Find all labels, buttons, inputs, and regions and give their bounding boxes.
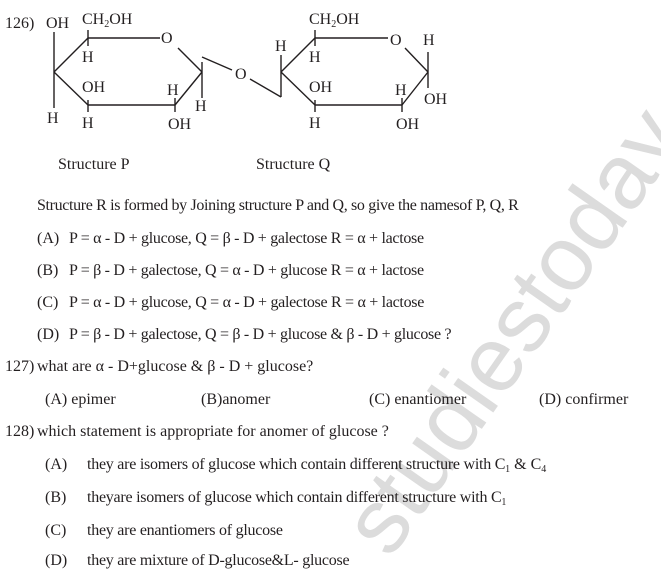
structure-q-ring (280, 30, 429, 112)
q-c3-h-label: H (309, 115, 321, 132)
question-128-text: which statement is appropriate for anome… (37, 423, 389, 440)
option-text: theyare isomers of glucose which contain… (87, 489, 502, 506)
question-128: 128)which statement is appropriate for a… (5, 422, 389, 442)
p-c4-h-label: H (47, 110, 59, 127)
p-c5-h-label: H (82, 49, 94, 66)
p-c3-h-label: H (82, 115, 94, 132)
option-label: (D) (539, 391, 562, 408)
option-label: (B) (37, 262, 59, 279)
q126-option-d[interactable]: (D) P = β - D + galectose, Q = β - D + gl… (37, 325, 452, 345)
disaccharide-diagram (53, 30, 429, 112)
p-c4-oh-label: OH (46, 15, 70, 32)
q127-option-c[interactable]: (C) enantiomer (369, 390, 466, 410)
option-text: P = α - D + glucose, Q = α - D + galecto… (69, 294, 425, 311)
q-ch-text: CH (309, 11, 332, 28)
q-c5-h-label: H (309, 49, 321, 66)
question-number-127: 127) (5, 358, 35, 375)
subscript-1: 1 (505, 464, 511, 475)
question-number-128: 128) (5, 423, 35, 440)
option-label: (B) (45, 489, 67, 506)
q-c2-oh-label: OH (396, 116, 420, 133)
p-c2-oh-label: OH (168, 116, 192, 133)
q126-option-c[interactable]: (C) P = α - D + glucose, Q = α - D + gale… (37, 293, 424, 313)
subscript-1: 1 (501, 497, 507, 508)
q-oh-text: OH (336, 11, 360, 28)
p-oh-text: OH (109, 11, 133, 28)
question-127-text: what are α - D+glucose & β - D + glucose… (37, 358, 314, 375)
p-ring-oxygen-label: O (161, 30, 173, 47)
subscript-4: 4 (541, 464, 547, 475)
p-c2-h-label: H (167, 82, 179, 99)
q128-option-a[interactable]: (A) they are isomers of glucose which con… (45, 455, 546, 475)
option-text: P = β - D + galectose, Q = α - D + gluco… (69, 262, 424, 279)
p-c3-oh-label: OH (82, 79, 106, 96)
option-text-mid: & C (510, 456, 542, 473)
question-number-126: 126) (5, 15, 35, 32)
option-text: P = β - D + galectose, Q = β - D + gluco… (69, 326, 452, 343)
q-c4-h-label: H (275, 38, 287, 55)
question-126-text: Structure R is formed by Joining structu… (37, 197, 519, 214)
option-label: (B) (201, 391, 223, 408)
p-ch-text: CH (82, 11, 105, 28)
q127-option-b[interactable]: (B)anomer (201, 390, 270, 410)
option-text: confirmer (561, 391, 629, 408)
option-text: epimer (67, 391, 116, 408)
p-ch2-subscript: 2 (104, 19, 110, 30)
q-c1-oh-label: OH (424, 91, 448, 108)
p-c1-h-label: H (195, 98, 207, 115)
q127-option-a[interactable]: (A) epimer (45, 390, 116, 410)
q128-option-d[interactable]: (D) they are mixture of D-glucose&L- gluc… (45, 551, 350, 571)
option-text: they are isomers of glucose which contai… (87, 456, 506, 473)
option-label: (A) (45, 456, 68, 473)
q-c1-h-label: H (423, 32, 435, 49)
structure-p-ring (53, 30, 233, 112)
option-label: (A) (37, 230, 60, 247)
option-text: they are enantiomers of glucose (87, 522, 283, 539)
option-text: anomer (222, 391, 271, 408)
q-ring-oxygen-label: O (390, 32, 402, 49)
q128-option-c[interactable]: (C) they are enantiomers of glucose (45, 521, 283, 541)
q128-option-b[interactable]: (B) theyare isomers of glucose which cont… (45, 488, 506, 508)
q-c3-oh-label: OH (309, 79, 333, 96)
option-label: (C) (45, 522, 67, 539)
option-text: P = α - D + glucose, Q = β - D + galecto… (69, 230, 424, 247)
option-label: (C) (37, 294, 59, 311)
q126-option-a[interactable]: (A) P = α - D + glucose, Q = β - D + gale… (37, 229, 424, 249)
question-127: 127)what are α - D+glucose & β - D + glu… (5, 357, 313, 377)
glycosidic-oxygen-label: O (235, 66, 247, 83)
option-label: (D) (37, 326, 60, 343)
structure-q-caption: Structure Q (256, 156, 331, 173)
q126-option-b[interactable]: (B) P = β - D + galectose, Q = α - D + gl… (37, 261, 424, 281)
structure-p-caption: Structure P (58, 156, 130, 173)
q-ch2oh-label: CH2OH (309, 11, 360, 30)
glycosidic-bond (249, 78, 282, 98)
option-label: (A) (45, 391, 68, 408)
option-label: (C) (369, 391, 391, 408)
option-label: (D) (45, 552, 68, 569)
option-text: enantiomer (390, 391, 467, 408)
q-ch2-subscript: 2 (331, 19, 337, 30)
q127-option-d[interactable]: (D) confirmer (539, 390, 628, 410)
p-ch2oh-label: CH2OH (82, 11, 133, 30)
option-text: they are mixture of D-glucose&L- glucose (87, 552, 350, 569)
q-c2-h-label: H (395, 82, 407, 99)
